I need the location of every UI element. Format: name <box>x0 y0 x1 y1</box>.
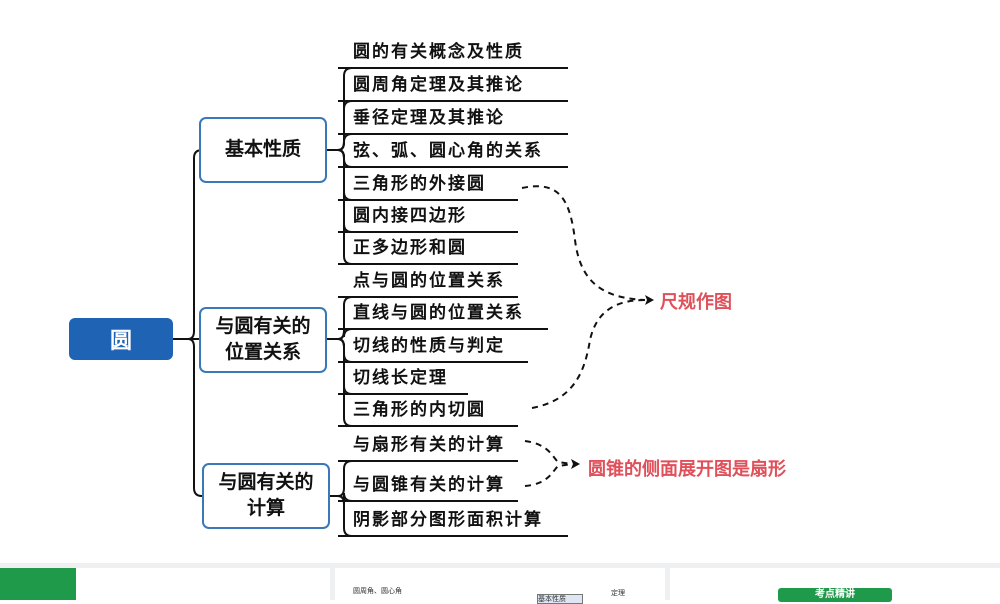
root-node-circle: 圆 <box>69 318 173 360</box>
arrow-head <box>571 459 580 469</box>
arrow-head <box>645 295 654 305</box>
slide-thumbnail-3[interactable]: 考点精讲 <box>670 568 1000 602</box>
category-positional-relations: 与圆有关的 位置关系 <box>199 307 327 373</box>
category-calculations: 与圆有关的 计算 <box>202 463 330 529</box>
connector-branch <box>337 133 353 151</box>
leaf-item: 弦、弧、圆心角的关系 <box>353 141 543 161</box>
connector-branch <box>337 460 353 497</box>
leaf-item: 三角形的内切圆 <box>353 400 486 420</box>
connector-branch <box>337 338 353 427</box>
thumbnail-text: 定理 <box>611 589 625 597</box>
slide-thumbnail-1[interactable] <box>0 568 330 600</box>
leaf-item: 圆的有关概念及性质 <box>353 42 524 62</box>
thumbnail-tag: 考点精讲 <box>778 588 892 602</box>
root-label: 圆 <box>109 329 132 354</box>
dashed-arrow <box>531 299 646 409</box>
leaf-item: 切线长定理 <box>353 368 448 388</box>
leaf-item: 阴影部分图形面积计算 <box>353 510 543 530</box>
leaf-item: 与扇形有关的计算 <box>353 435 505 455</box>
note-ruler-compass: 尺规作图 <box>660 292 732 313</box>
leaf-item: 圆周角定理及其推论 <box>353 75 524 95</box>
dashed-arrow <box>524 463 573 487</box>
thumbnail-box: 基本性质 <box>537 594 583 604</box>
category-label-line1: 与圆有关的 <box>218 471 314 494</box>
leaf-item: 切线的性质与判定 <box>353 336 505 356</box>
slide-thumbnail-2[interactable]: 圆周角、圆心角 基本性质 定理 <box>335 568 665 604</box>
thumbnail-green-block <box>0 568 76 600</box>
connector-branch <box>187 338 203 497</box>
leaf-item: 三角形的外接圆 <box>353 174 486 194</box>
leaf-item: 圆内接四边形 <box>353 206 467 226</box>
category-label-line2: 计算 <box>246 497 285 519</box>
thumbnail-text: 圆周角、圆心角 <box>353 587 402 595</box>
category-basic-properties: 基本性质 <box>199 117 327 183</box>
leaf-item: 与圆锥有关的计算 <box>353 475 505 495</box>
category-label-line2: 位置关系 <box>224 341 301 363</box>
leaf-item: 点与圆的位置关系 <box>353 271 505 291</box>
leaf-item: 直线与圆的位置关系 <box>353 303 524 323</box>
dashed-arrow <box>524 440 573 465</box>
category-label: 基本性质 <box>224 138 301 161</box>
category-label-line1: 与圆有关的 <box>215 315 311 338</box>
connector-branch <box>337 100 353 151</box>
leaf-item: 正多边形和圆 <box>353 238 467 258</box>
dashed-arrow <box>521 185 646 301</box>
leaf-item: 垂径定理及其推论 <box>353 108 505 128</box>
note-cone-lateral: 圆锥的侧面展开图是扇形 <box>588 459 786 480</box>
